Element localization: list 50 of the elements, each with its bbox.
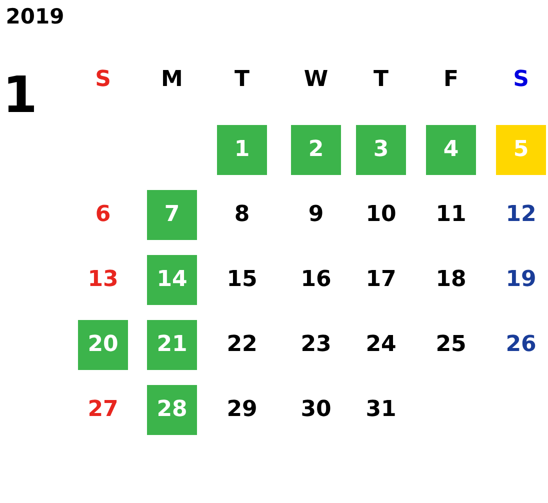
day-number: 8 — [234, 204, 250, 226]
day-number: 21 — [156, 334, 188, 356]
day-number: 19 — [506, 269, 536, 291]
day-number: 2 — [308, 139, 324, 161]
year-heading: 2019 — [6, 6, 64, 28]
weekday-label: M — [161, 69, 183, 91]
day-number: 11 — [436, 204, 466, 226]
day-number: 5 — [513, 139, 529, 161]
day-number: 14 — [156, 269, 188, 291]
day-number: 7 — [164, 204, 180, 226]
day-number: 22 — [226, 334, 258, 356]
day-number: 23 — [300, 334, 332, 356]
marked-day — [291, 125, 341, 175]
highlighted-day — [496, 125, 546, 175]
day-number: 1 — [234, 139, 250, 161]
day-number: 13 — [88, 269, 118, 291]
day-number: 16 — [300, 269, 332, 291]
weekday-label: F — [443, 69, 459, 91]
day-number: 6 — [95, 204, 111, 226]
day-number: 29 — [226, 399, 258, 421]
day-number: 25 — [436, 334, 466, 356]
month-number: 1 — [2, 70, 38, 120]
day-number: 15 — [226, 269, 258, 291]
marked-day — [147, 385, 197, 435]
marked-day — [147, 255, 197, 305]
marked-day — [147, 190, 197, 240]
marked-day — [426, 125, 476, 175]
day-number: 27 — [88, 399, 118, 421]
marked-day — [217, 125, 267, 175]
weekday-label: T — [234, 69, 250, 91]
day-number: 20 — [88, 334, 118, 356]
day-number: 28 — [156, 399, 188, 421]
day-number: 24 — [366, 334, 396, 356]
day-number: 26 — [506, 334, 536, 356]
day-number: 31 — [366, 399, 396, 421]
marked-day — [78, 320, 128, 370]
day-number: 30 — [300, 399, 332, 421]
weekday-label: S — [95, 69, 111, 91]
day-number: 4 — [443, 139, 459, 161]
marked-day — [356, 125, 406, 175]
day-number: 3 — [373, 139, 389, 161]
weekday-label: W — [304, 69, 328, 91]
weekday-label: T — [374, 69, 388, 91]
marked-day — [147, 320, 197, 370]
weekday-label: S — [513, 69, 529, 91]
day-number: 10 — [366, 204, 396, 226]
day-number: 9 — [308, 204, 324, 226]
day-number: 12 — [506, 204, 536, 226]
day-number: 18 — [436, 269, 466, 291]
day-number: 17 — [366, 269, 396, 291]
